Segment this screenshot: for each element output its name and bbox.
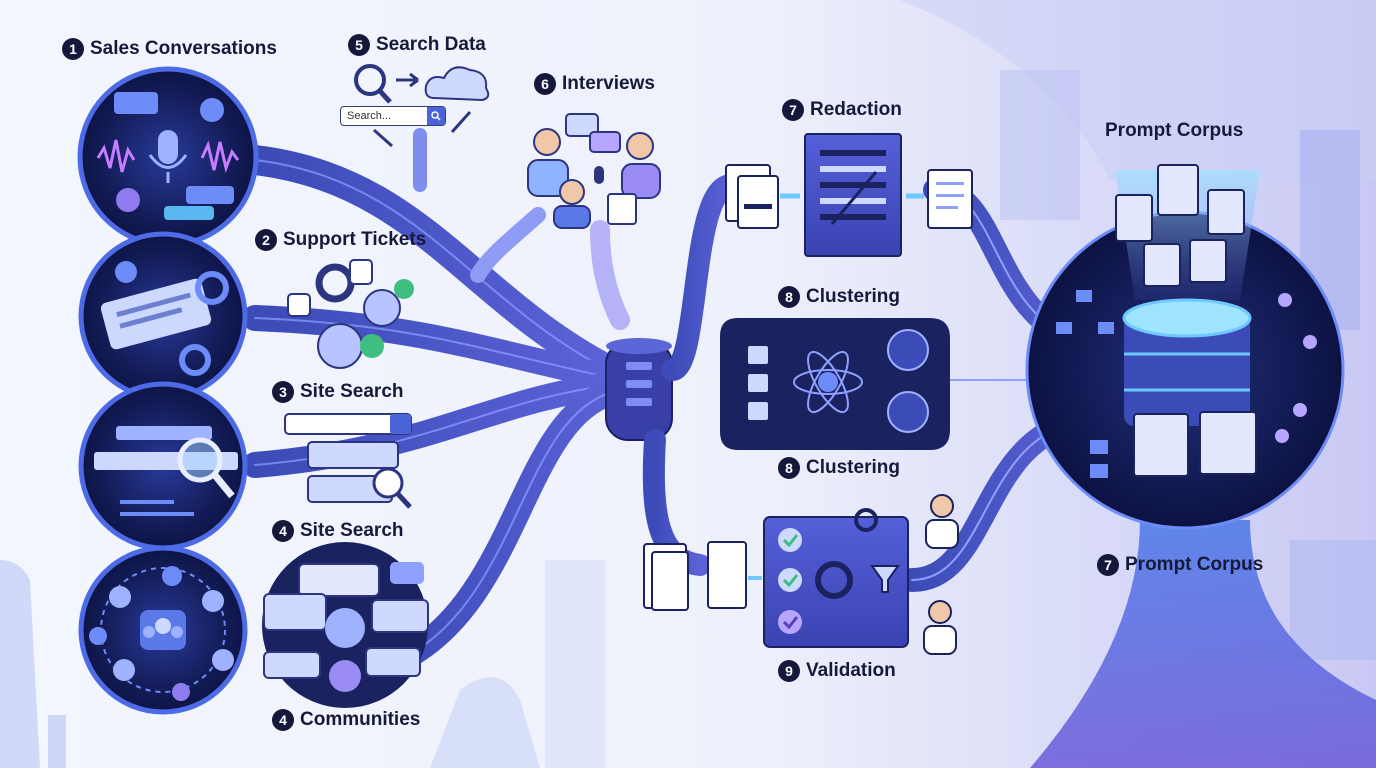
step-number: 7 — [782, 99, 804, 121]
label-redaction: 7 Redaction — [782, 99, 902, 121]
source-sales — [77, 66, 259, 248]
step-number: 5 — [348, 34, 370, 56]
label-text: Search Data — [376, 34, 486, 55]
redacted-document-icon — [725, 164, 779, 229]
network-icon — [140, 610, 186, 650]
validation-module — [643, 494, 959, 655]
label-text: Support Tickets — [283, 229, 427, 250]
source-communities — [78, 545, 248, 715]
step-number: 4 — [272, 709, 294, 731]
ticket-icon — [100, 278, 212, 350]
search-icon — [427, 107, 445, 125]
label-site-search-4: 4 Site Search — [272, 520, 404, 542]
label-clustering-bottom: 8 Clustering — [778, 457, 900, 479]
prompt-corpus-module — [1025, 164, 1376, 768]
step-number: 7 — [1097, 554, 1119, 576]
checklist-icon — [778, 528, 802, 634]
label-text: Prompt Corpus — [1105, 120, 1244, 141]
step-number: 2 — [255, 229, 277, 251]
label-clustering-top: 8 Clustering — [778, 286, 900, 308]
label-text: Site Search — [300, 381, 404, 402]
label-support-tickets: 2 Support Tickets — [255, 229, 426, 251]
magnifier-icon — [177, 437, 235, 499]
search-placeholder: Search... — [347, 110, 392, 122]
microphone-icon — [148, 130, 188, 183]
label-text: Interviews — [562, 73, 655, 94]
source-support — [78, 231, 248, 401]
label-communities: 4 Communities — [272, 709, 420, 731]
database-icon — [1122, 298, 1252, 426]
label-search-data: 5 Search Data — [348, 34, 486, 56]
label-text: Validation — [806, 660, 896, 681]
step-number: 9 — [778, 660, 800, 682]
hub-connector — [605, 338, 673, 441]
search-data-search-box: Search... — [340, 106, 446, 126]
label-text: Clustering — [806, 457, 900, 478]
label-validation: 9 Validation — [778, 660, 896, 682]
label-interviews: 6 Interviews — [534, 73, 655, 95]
label-text: Prompt Corpus — [1125, 554, 1264, 575]
communities-bubbles — [262, 542, 429, 708]
redaction-module — [725, 133, 973, 257]
label-text: Redaction — [810, 99, 902, 120]
label-text: Site Search — [300, 520, 404, 541]
search-data-icons — [354, 64, 490, 148]
step-number: 6 — [534, 73, 556, 95]
cloud-question-icon — [424, 66, 490, 102]
left-flows — [240, 128, 630, 673]
label-text: Communities — [300, 709, 421, 730]
label-prompt-corpus-bottom: 7 Prompt Corpus — [1097, 554, 1263, 576]
label-site-search-3: 3 Site Search — [272, 381, 404, 403]
label-text: Clustering — [806, 286, 900, 307]
step-number: 1 — [62, 38, 84, 60]
source-site-search — [78, 381, 248, 551]
site-search-cards — [284, 413, 412, 509]
step-number: 8 — [778, 457, 800, 479]
clustering-module — [720, 318, 950, 450]
label-text: Sales Conversations — [90, 38, 277, 59]
step-number: 3 — [272, 381, 294, 403]
label-prompt-corpus-top: Prompt Corpus — [1105, 120, 1243, 142]
atom-icon — [793, 350, 863, 414]
step-number: 4 — [272, 520, 294, 542]
label-sales-conversations: 1 Sales Conversations — [62, 38, 277, 60]
support-icons — [287, 259, 414, 369]
step-number: 8 — [778, 286, 800, 308]
interviews-people — [527, 113, 661, 229]
